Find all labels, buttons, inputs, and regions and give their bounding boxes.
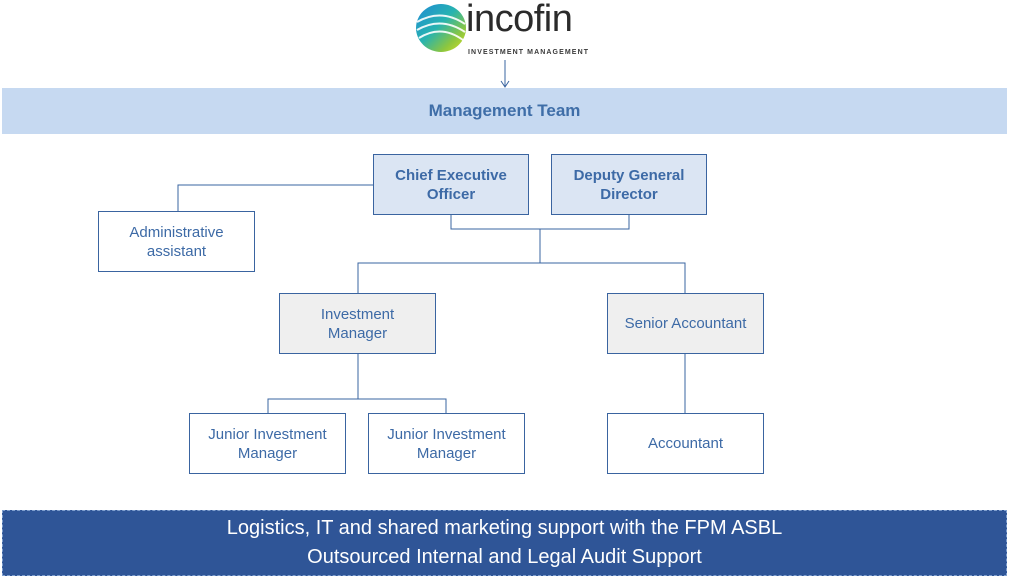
management-team-banner: Management Team	[2, 88, 1007, 134]
logo-wordmark: incofin	[466, 0, 573, 40]
support-banner: Logistics, IT and shared marketing suppo…	[2, 510, 1007, 576]
admin-label: Administrative assistant	[129, 223, 224, 260]
line-manager-split	[357, 262, 686, 293]
logo-swoosh-icon	[416, 4, 466, 52]
banner-title: Management Team	[428, 101, 581, 120]
line-exec-join	[450, 214, 630, 230]
accountant-label: Accountant	[647, 435, 724, 452]
support-line-1: Logistics, IT and shared marketing suppo…	[226, 517, 783, 539]
logo-tagline: INVESTMENT MANAGEMENT	[468, 49, 590, 56]
support-line-2: Outsourced Internal and Legal Audit Supp…	[307, 546, 702, 568]
junior-2-label: Junior Investment Manager	[387, 425, 506, 462]
junior-investment-manager-box-2: Junior Investment Manager	[368, 413, 525, 474]
incofin-logo	[415, 2, 597, 60]
senior-accountant-box: Senior Accountant	[607, 293, 764, 354]
deputy-label: Deputy General Director	[573, 166, 685, 203]
ceo-box: Chief Executive Officer	[373, 154, 529, 215]
line-junior-split	[267, 398, 447, 413]
junior-investment-manager-box-1: Junior Investment Manager	[189, 413, 346, 474]
admin-box: Administrative assistant	[98, 211, 255, 272]
accountant-box: Accountant	[607, 413, 764, 474]
junior-1-label: Junior Investment Manager	[208, 425, 327, 462]
ceo-label: Chief Executive Officer	[395, 166, 507, 203]
logo-arrow-head	[500, 80, 510, 88]
senior-accountant-label: Senior Accountant	[624, 315, 747, 332]
investment-manager-label: Investment Manager	[320, 305, 395, 342]
deputy-box: Deputy General Director	[551, 154, 707, 215]
investment-manager-box: Investment Manager	[279, 293, 436, 354]
line-ceo-admin	[177, 184, 373, 211]
